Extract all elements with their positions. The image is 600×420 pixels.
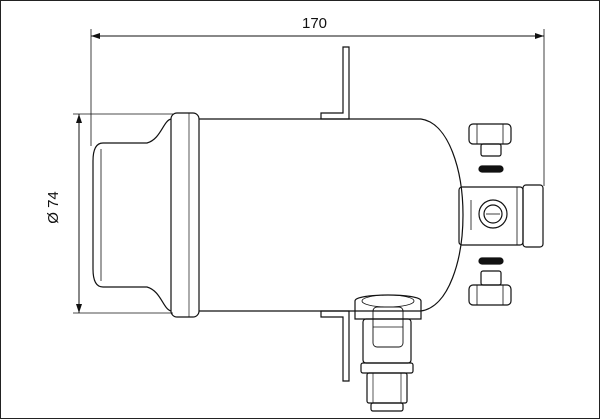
- bottom-bracket: [320, 310, 350, 382]
- diameter-dimension: [73, 113, 173, 314]
- bottom-cap-fitting: [468, 257, 512, 306]
- top-cap-fitting: [468, 123, 512, 173]
- cylinder-body: [170, 112, 464, 318]
- length-dimension: [90, 29, 545, 186]
- left-end-cap: [92, 118, 172, 312]
- bottom-inlet: [354, 294, 422, 412]
- right-outlet: [458, 184, 544, 248]
- top-bracket: [320, 46, 350, 120]
- length-dimension-label: 170: [302, 15, 328, 32]
- diameter-dimension-label: Ø 74: [44, 191, 62, 224]
